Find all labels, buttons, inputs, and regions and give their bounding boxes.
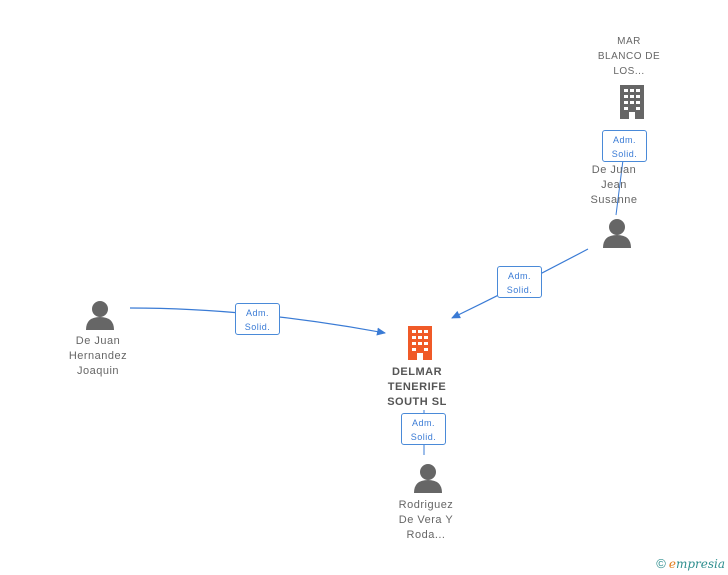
- person-icon[interactable]: [86, 300, 114, 335]
- role-badge[interactable]: Adm. Solid.: [235, 303, 280, 335]
- company-name-mar-blanco[interactable]: MAR BLANCO DE LOS...: [597, 36, 661, 77]
- person-icon[interactable]: [603, 218, 631, 253]
- empresia-logo[interactable]: ©empresia: [656, 556, 725, 571]
- copyright-symbol: ©: [656, 556, 666, 571]
- main-company-name[interactable]: DELMAR TENERIFE SOUTH SL: [387, 366, 447, 408]
- edge-de-juan-jean-to-mar-blanco: [615, 159, 624, 216]
- person-name-de-juan-jean[interactable]: De Juan Jean Susanne: [590, 164, 638, 206]
- person-name-rodriguez[interactable]: Rodriguez De Vera Y Roda...: [398, 499, 454, 541]
- main-company-building-icon[interactable]: [404, 326, 436, 365]
- person-icon[interactable]: [414, 463, 442, 498]
- role-badge[interactable]: Adm. Solid.: [602, 130, 647, 162]
- role-badge[interactable]: Adm. Solid.: [401, 413, 446, 445]
- person-name-de-juan-hernandez[interactable]: De Juan Hernandez Joaquin: [68, 335, 128, 377]
- building-icon[interactable]: [616, 85, 648, 124]
- role-badge[interactable]: Adm. Solid.: [497, 266, 542, 298]
